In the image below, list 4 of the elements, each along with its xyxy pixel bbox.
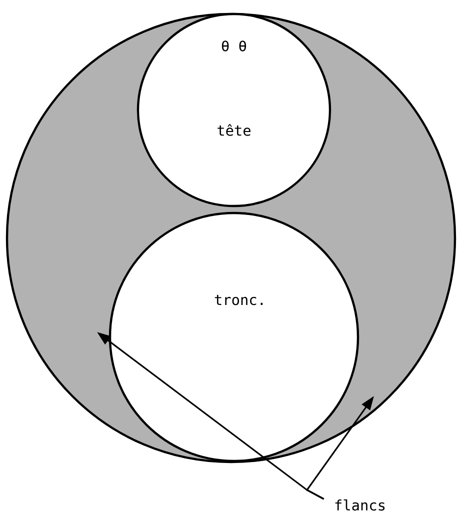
circle-label: tête xyxy=(218,124,250,136)
leader-label: flancs xyxy=(335,499,385,511)
circle-label: tronc. xyxy=(214,294,263,306)
circle-label: θ θ xyxy=(222,40,246,52)
